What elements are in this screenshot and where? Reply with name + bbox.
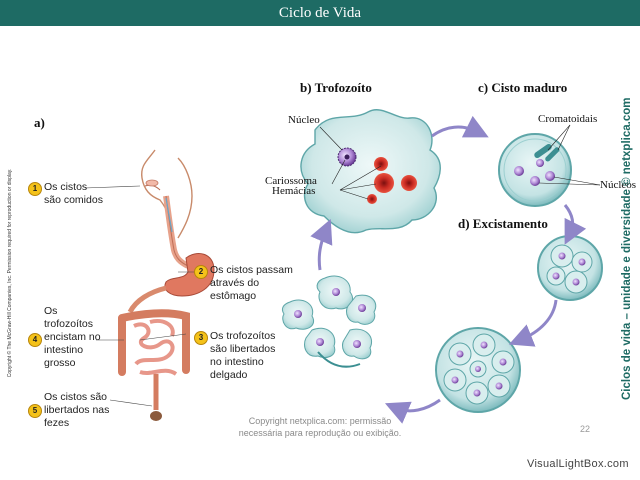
label-karyosome: Cariossoma — [265, 175, 317, 187]
label-chromatoid-bodies: Cromatoidais — [538, 113, 598, 125]
watermark: VisualLightBox.com — [527, 458, 629, 470]
digestive-tract-figure — [118, 149, 215, 421]
label-nuclei: Núcleos — [600, 179, 637, 191]
label-red-blood-cells: Hemácias — [272, 185, 316, 197]
label-nucleus: Núcleo — [288, 114, 320, 126]
trophozoite-figure — [300, 109, 441, 234]
label-trophozoite: b) Trofozoíto — [300, 80, 372, 95]
publisher-copyright: Copyright © The McGraw-Hill Companies, I… — [7, 168, 13, 378]
released-trophozoites — [281, 275, 377, 360]
step-4-badge: 4 — [28, 333, 42, 347]
mature-cyst-figure — [498, 124, 601, 207]
label-a: a) — [34, 115, 45, 130]
site-credit-vertical: Ciclos de vida – unidade e diversidade ©… — [621, 97, 633, 400]
excystation-cyst-4 — [537, 235, 603, 301]
step-5-badge: 5 — [28, 404, 42, 418]
label-mature-cyst: c) Cisto maduro — [478, 80, 568, 95]
page-number: 22 — [580, 424, 591, 434]
excystation-cyst-8 — [435, 327, 521, 413]
footer-copyright: Copyright netxplica.com: permissão neces… — [238, 416, 402, 438]
step-1-badge: 1 — [28, 182, 42, 196]
label-excystation: d) Excistamento — [458, 216, 548, 231]
step-3-badge: 3 — [194, 331, 208, 345]
slide-header: Ciclo de Vida — [0, 0, 640, 26]
step-2-badge: 2 — [194, 265, 208, 279]
slide-title: Ciclo de Vida — [278, 5, 362, 21]
